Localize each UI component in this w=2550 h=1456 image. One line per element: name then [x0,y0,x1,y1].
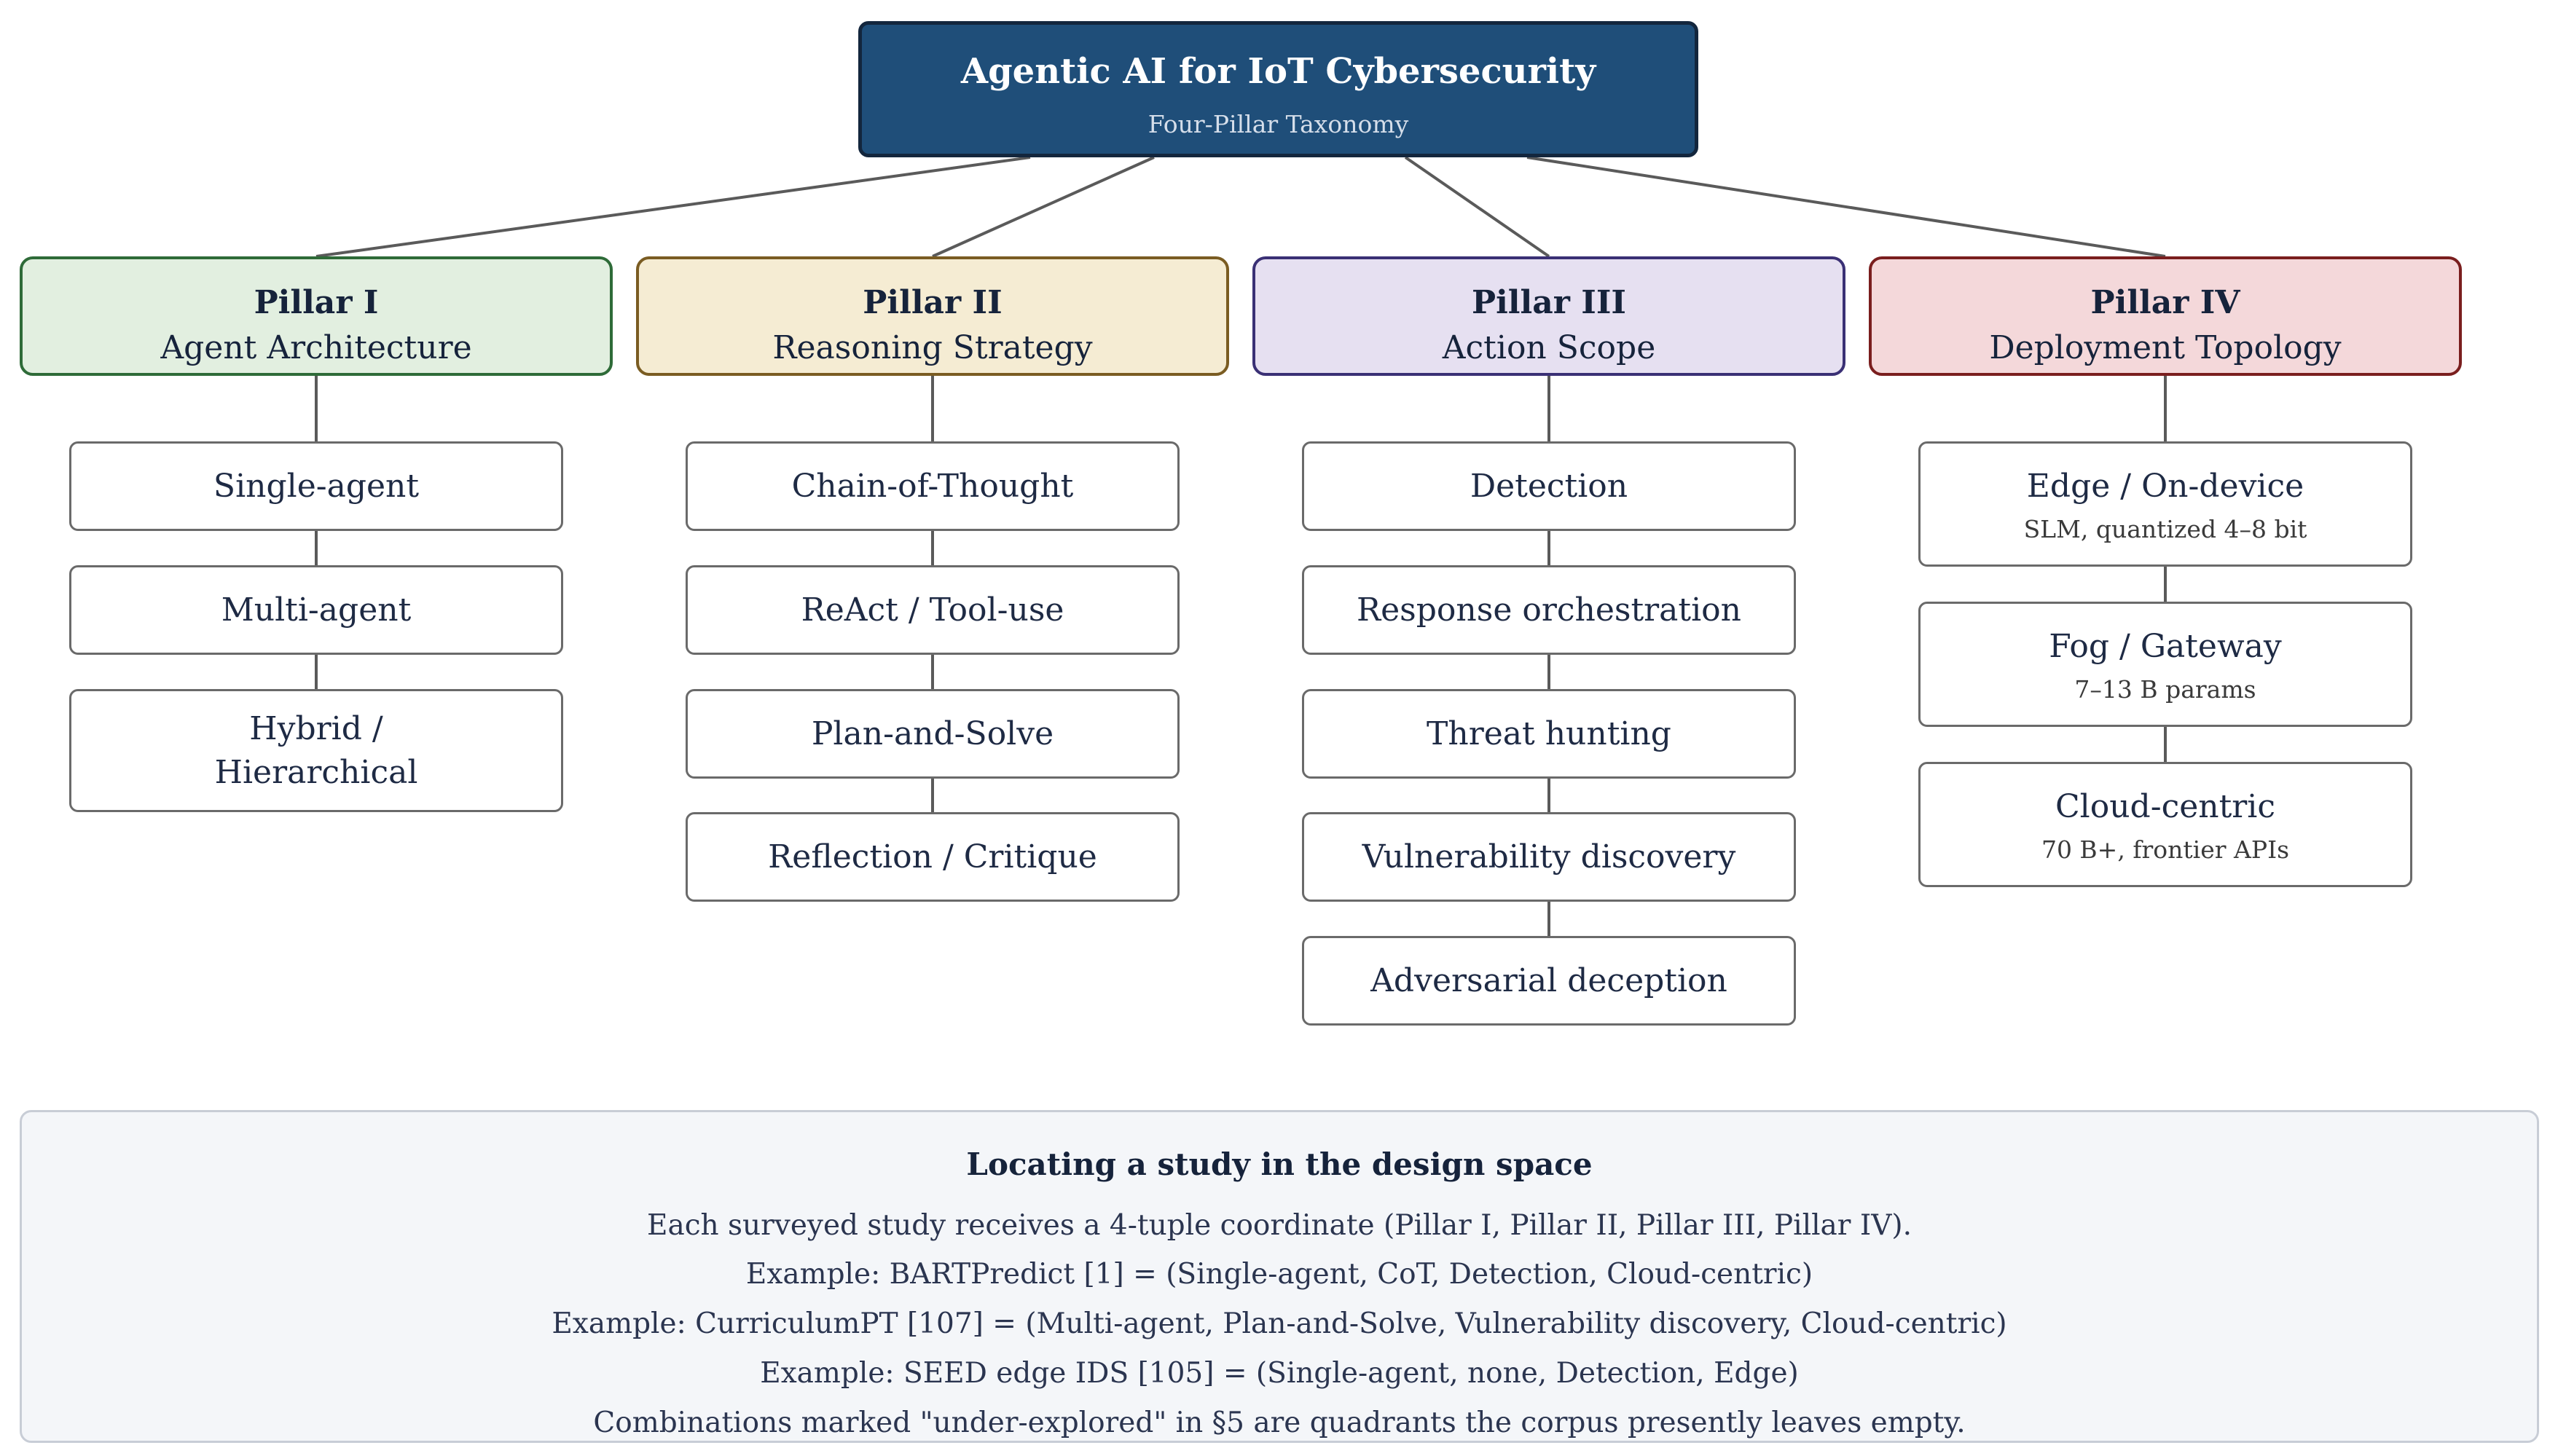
leaf-node: Single-agent [69,441,563,531]
leaf-label: Cloud-centric [2055,787,2276,825]
note-line: Combinations marked "under-explored" in … [593,1406,1966,1439]
leaf-node: Hybrid / Hierarchical [69,689,563,812]
leaf-node: Edge / On-device SLM, quantized 4–8 bit [1918,441,2412,567]
pillar-2-number: Pillar II [863,284,1003,321]
note-line: Example: SEED edge IDS [105] = (Single-a… [760,1357,1799,1390]
leaf-label: Response orchestration [1357,591,1741,629]
leaf-label: Threat hunting [1427,715,1671,752]
leaf-node: Detection [1302,441,1796,531]
pillar-3-node: Pillar III Action Scope [1252,256,1845,376]
leaf-node: ReAct / Tool-use [686,565,1180,655]
leaf-node: Chain-of-Thought [686,441,1180,531]
root-node: Agentic AI for IoT Cybersecurity Four-Pi… [858,21,1698,157]
root-to-pillar-4-connector [1526,156,2166,258]
leaf-label: Adversarial deception [1370,961,1727,999]
root-title: Agentic AI for IoT Cybersecurity [960,51,1596,92]
leaf-label: Fog / Gateway [2049,627,2282,665]
pillar-3-name: Action Scope [1442,329,1656,366]
leaf-label: Plan-and-Solve [811,715,1054,752]
leaf-node: Threat hunting [1302,689,1796,779]
leaf-node: Reflection / Critique [686,812,1180,902]
leaf-node: Response orchestration [1302,565,1796,655]
pillar-4-node: Pillar IV Deployment Topology [1869,256,2462,376]
leaf-label: ReAct / Tool-use [801,591,1064,629]
note-line: Example: BARTPredict [1] = (Single-agent… [745,1258,1813,1291]
note-line: Example: CurriculumPT [107] = (Multi-age… [552,1307,2007,1340]
leaf-detail: 7–13 B params [2074,675,2256,704]
leaf-node: Multi-agent [69,565,563,655]
design-space-note: Locating a study in the design space Eac… [20,1110,2539,1443]
pillar-2-node: Pillar II Reasoning Strategy [636,256,1229,376]
root-to-pillar-1-connector [315,156,1031,258]
pillar-4-number: Pillar IV [2090,284,2240,321]
pillar-3-number: Pillar III [1472,284,1626,321]
leaf-label: Chain-of-Thought [791,467,1074,505]
leaf-label: Vulnerability discovery [1362,838,1736,875]
leaf-node: Adversarial deception [1302,936,1796,1026]
leaf-node: Fog / Gateway 7–13 B params [1918,602,2412,727]
pillar-1-number: Pillar I [254,284,379,321]
leaf-detail: 70 B+, frontier APIs [2041,835,2290,865]
note-title: Locating a study in the design space [966,1146,1593,1182]
leaf-label: Detection [1470,467,1628,505]
leaf-node: Vulnerability discovery [1302,812,1796,902]
pillar-2-name: Reasoning Strategy [772,329,1093,366]
leaf-label: Multi-agent [221,591,412,629]
root-to-pillar-2-connector [932,156,1155,258]
leaf-label: Edge / On-device [2026,467,2304,505]
leaf-label: Hybrid / Hierarchical [214,710,418,791]
root-to-pillar-3-connector [1404,156,1550,258]
leaf-node: Plan-and-Solve [686,689,1180,779]
leaf-label: Reflection / Critique [768,838,1097,875]
pillar-1-node: Pillar I Agent Architecture [20,256,613,376]
pillar-4-name: Deployment Topology [1989,329,2342,366]
leaf-label: Single-agent [213,467,420,505]
note-line: Each surveyed study receives a 4-tuple c… [646,1209,1912,1242]
leaf-detail: SLM, quantized 4–8 bit [2023,515,2307,544]
pillar-1-name: Agent Architecture [160,329,472,366]
leaf-node: Cloud-centric 70 B+, frontier APIs [1918,762,2412,887]
root-subtitle: Four-Pillar Taxonomy [1148,110,1409,138]
